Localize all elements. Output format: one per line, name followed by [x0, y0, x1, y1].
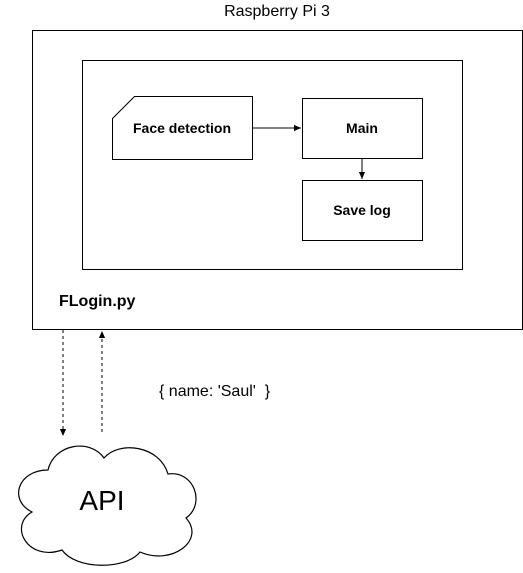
api-label: API [79, 485, 124, 516]
save-log-node [302, 180, 423, 241]
save-log-label: Save log [333, 202, 391, 218]
payload-text: { name: 'Saul' } [159, 383, 271, 400]
device-title: Raspberry Pi 3 [224, 3, 330, 20]
face-detection-label: Face detection [133, 120, 231, 136]
main-label: Main [346, 120, 378, 136]
api-cloud-icon [18, 445, 197, 566]
main-node [302, 98, 423, 159]
program-filename: FLogin.py [59, 293, 136, 310]
face-detection-node [112, 96, 253, 160]
